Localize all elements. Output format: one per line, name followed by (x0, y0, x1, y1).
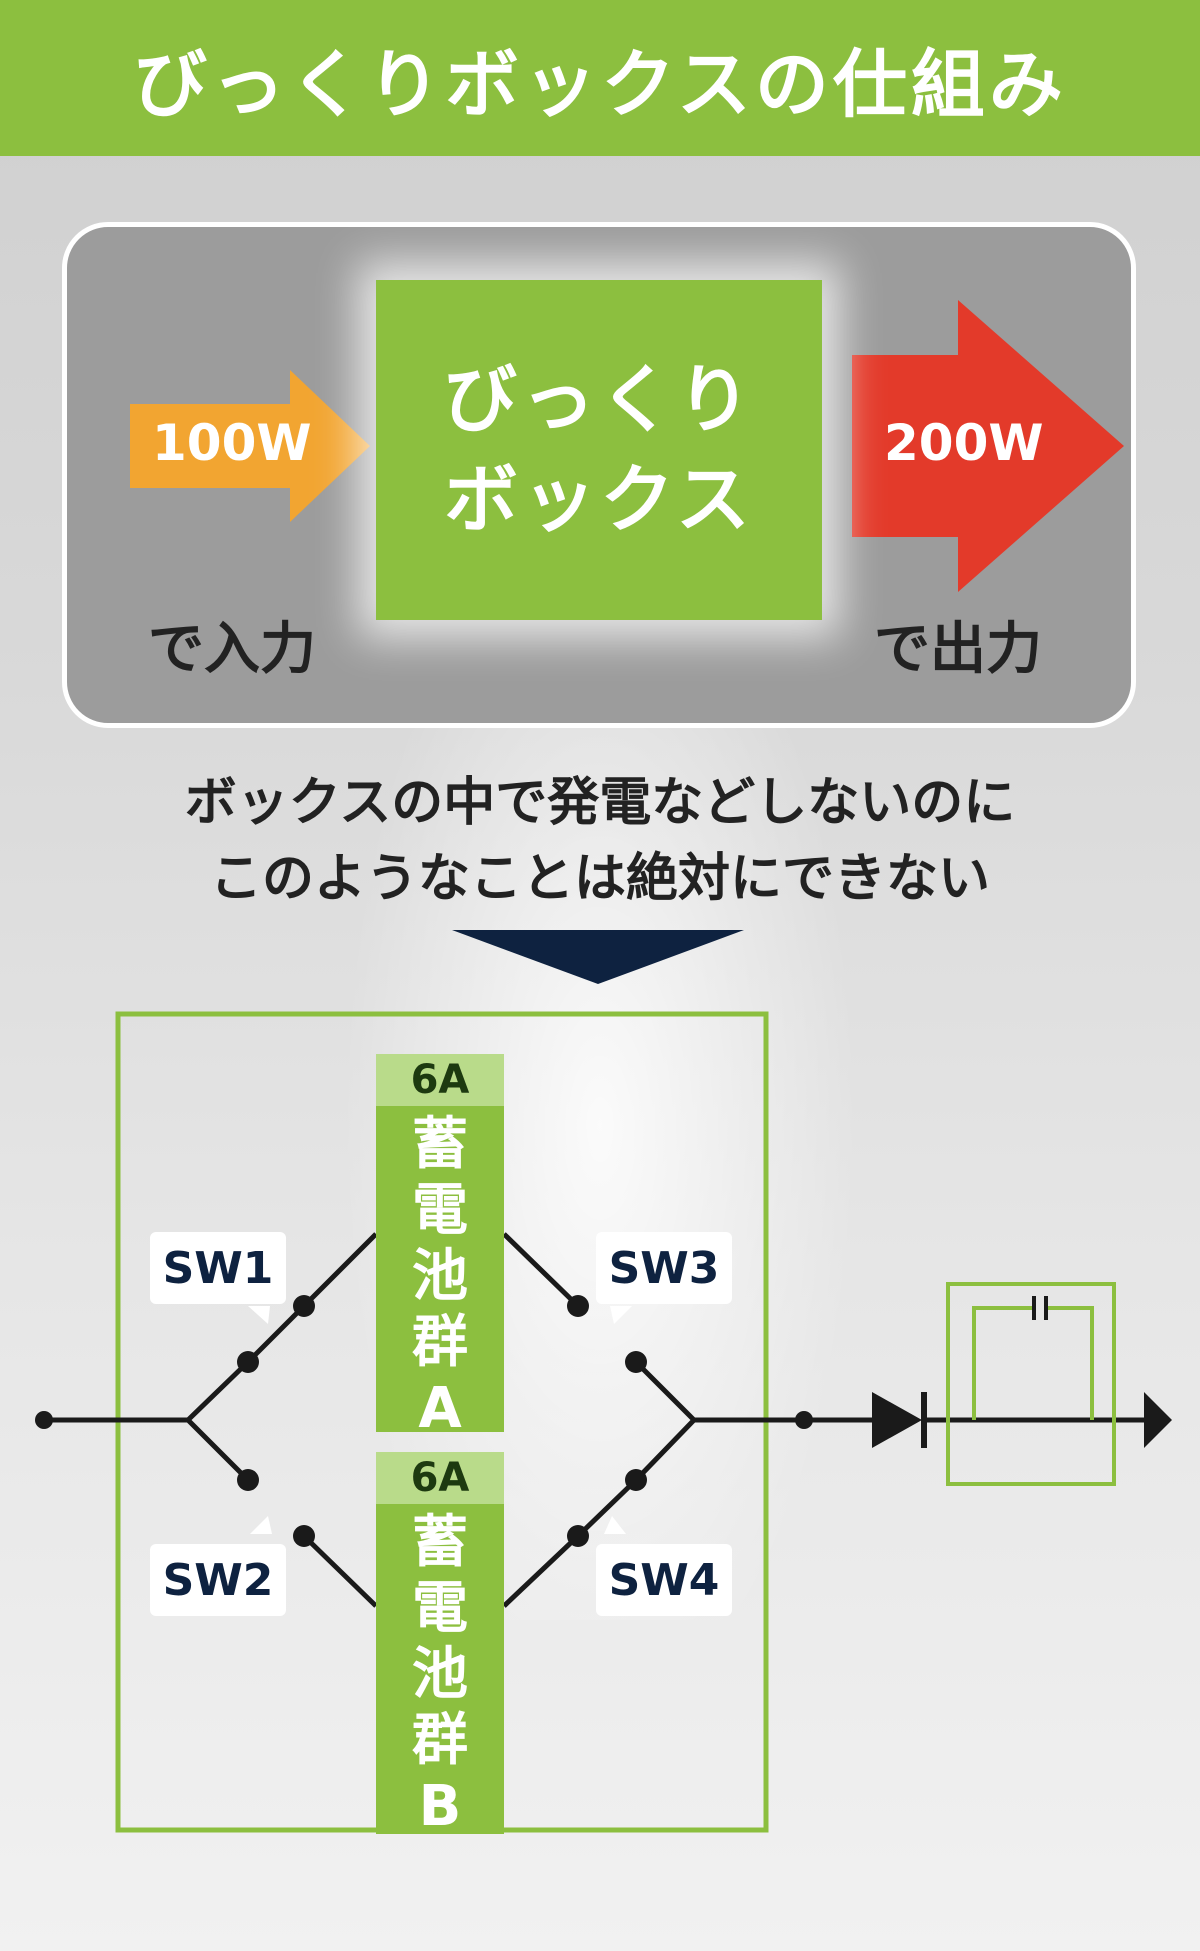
output-arrow (852, 300, 1124, 592)
output-power-label: 200W (884, 414, 1044, 472)
input-caption: で入力 (148, 617, 316, 682)
sw1-label-tail (248, 1306, 270, 1324)
box-label-line2: ボックス (444, 457, 754, 543)
battery-b-char: B (418, 1774, 462, 1839)
battery-a-char: 群 (412, 1310, 468, 1375)
battery-a-char: A (418, 1376, 462, 1441)
output-caption: で出力 (874, 617, 1042, 682)
battery-a-char: 池 (412, 1244, 468, 1309)
circuit-wires (44, 1232, 1150, 1608)
battery-group-b: 6A 蓄 電 池 群 B (376, 1452, 504, 1839)
bikkuri-box: びっくり ボックス (376, 280, 822, 620)
message-line-1: ボックスの中で発電などしないのに (184, 773, 1016, 833)
battery-b-char: 池 (412, 1642, 468, 1707)
title-banner: びっくりボックスの仕組み (0, 0, 1200, 156)
output-arrowhead (1144, 1392, 1172, 1448)
page-title: びっくりボックスの仕組み (133, 41, 1067, 128)
battery-a-char: 蓄 (412, 1112, 468, 1177)
battery-a-label: 蓄 電 池 群 A (376, 1106, 504, 1441)
sw4-label-tail (604, 1516, 626, 1534)
sw2-label: SW2 (150, 1544, 286, 1616)
battery-a-char: 電 (412, 1178, 468, 1243)
junction-dots (35, 1295, 813, 1547)
battery-b-char: 蓄 (412, 1510, 468, 1575)
box-label-line1: びっくり (443, 357, 755, 443)
diode-icon (872, 1392, 927, 1448)
battery-b-label: 蓄 電 池 群 B (376, 1504, 504, 1839)
sw3-label-tail (610, 1306, 632, 1324)
sw3-label: SW3 (596, 1232, 732, 1304)
down-triangle (452, 930, 744, 984)
input-arrow (130, 370, 370, 522)
battery-b-char: 群 (412, 1708, 468, 1773)
message-line-2: このようなことは絶対にできない (209, 849, 990, 909)
battery-b-current: 6A (376, 1452, 504, 1504)
sw4-label: SW4 (596, 1544, 732, 1616)
sw2-label-tail (250, 1516, 272, 1534)
capacitor-block (946, 1282, 1116, 1486)
battery-b-char: 電 (412, 1576, 468, 1641)
battery-a-current: 6A (376, 1054, 504, 1106)
input-power-label: 100W (152, 414, 312, 472)
sw1-label: SW1 (150, 1232, 286, 1304)
battery-group-a: 6A 蓄 電 池 群 A (376, 1054, 504, 1441)
